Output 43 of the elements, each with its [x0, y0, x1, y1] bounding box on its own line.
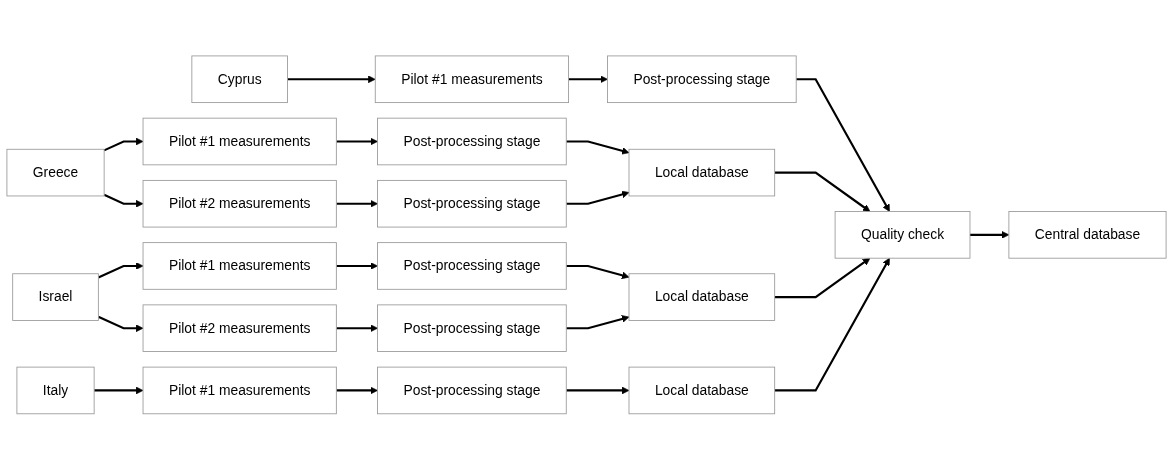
node-box: Israel [12, 273, 99, 321]
node-box: Post-processing stage [377, 117, 567, 166]
arrow [103, 194, 144, 208]
arrow [566, 386, 630, 395]
arrow [566, 265, 630, 280]
node-box: Post-processing stage [377, 366, 567, 415]
node-box: Pilot #1 measurements [374, 55, 569, 104]
arrow [774, 258, 890, 392]
arrow [774, 171, 871, 212]
node-box: Central database [1008, 211, 1167, 259]
arrow [566, 140, 630, 155]
arrow [94, 386, 144, 395]
arrow [796, 78, 890, 212]
arrow [97, 315, 144, 333]
node-box: Local database [628, 273, 776, 321]
node-box: Greece [6, 149, 105, 197]
node-box: Quality check [834, 211, 971, 259]
node-box: Cyprus [191, 55, 288, 104]
node-box: Pilot #1 measurements [142, 117, 337, 166]
node-box: Post-processing stage [377, 180, 567, 228]
node-box: Post-processing stage [607, 55, 797, 104]
arrow [568, 75, 608, 84]
arrow [336, 386, 378, 395]
arrow [566, 315, 630, 330]
node-box: Post-processing stage [377, 242, 567, 290]
arrow [774, 258, 871, 299]
node-box: Pilot #1 measurements [142, 366, 337, 415]
node-box: Local database [628, 149, 776, 197]
arrow [970, 231, 1010, 239]
node-box: Local database [628, 366, 776, 415]
node-box: Pilot #2 measurements [142, 180, 337, 228]
arrow [336, 200, 378, 208]
arrow [287, 75, 376, 84]
arrow [103, 137, 144, 152]
arrow [336, 262, 378, 270]
node-box: Pilot #2 measurements [142, 304, 337, 353]
node-box: Italy [16, 366, 95, 415]
node-box: Post-processing stage [377, 304, 567, 353]
node-box: Pilot #1 measurements [142, 242, 337, 290]
arrow [566, 190, 630, 205]
arrow [97, 262, 144, 279]
arrow [336, 324, 378, 333]
arrow [336, 137, 378, 146]
